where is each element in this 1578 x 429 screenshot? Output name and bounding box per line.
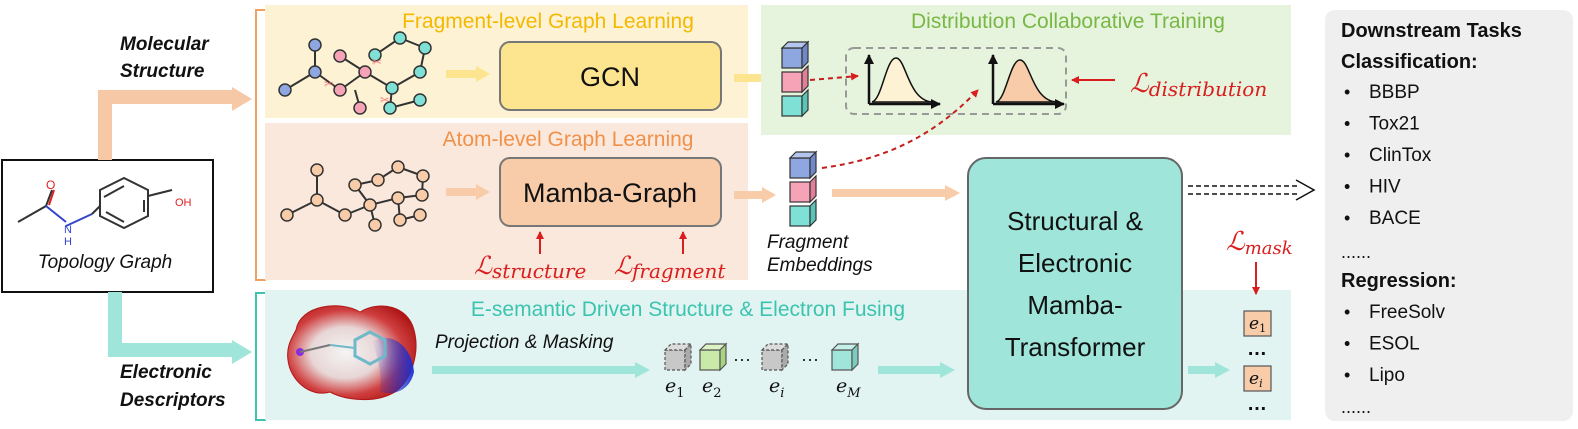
esemantic-panel-title: E-semantic Driven Structure & Electron F… (471, 298, 905, 321)
embedding-to-distribution-arrow (821, 89, 979, 169)
fragment-loss: ℒfragment (614, 251, 726, 283)
molecular-label-2: Structure (120, 61, 205, 82)
fragment-embedding-cubes (788, 150, 818, 228)
token-ellipsis-2: ··· (801, 349, 819, 369)
electrostatic-potential-surface (287, 305, 417, 401)
fragment-embeddings-label-1: Fragment (767, 232, 849, 253)
structure-loss: ℒstructure (474, 251, 586, 283)
transformer-box (967, 157, 1183, 410)
output-token-ei: ei (1243, 365, 1272, 392)
topology-caption: Topology Graph (38, 252, 173, 273)
list-bullet: • (1344, 145, 1350, 165)
task-clintox: ClinTox (1369, 145, 1432, 166)
scissors-icons: ✂ ✂ ✂ (324, 55, 390, 107)
transformer-line-2: Electronic (1018, 248, 1132, 278)
transformer-line-4: Transformer (1005, 332, 1146, 362)
nh-n-label: N (64, 224, 72, 236)
fragment-nodes (278, 31, 432, 115)
electronic-label-2: Descriptors (120, 390, 226, 411)
transformer-line-3: Mamba- (1027, 290, 1122, 320)
mamba-graph-label: Mamba-Graph (523, 178, 697, 208)
list-bullet: • (1344, 82, 1350, 102)
scissors-icon: ✂ (372, 55, 382, 69)
fragment-cube-stack-gcn (780, 40, 810, 118)
topology-frame (1, 159, 214, 293)
token-label-m: eM (836, 375, 861, 401)
task-lipo: Lipo (1369, 365, 1405, 386)
classification-label: Classification: (1341, 51, 1478, 73)
structure-bracket (255, 9, 266, 281)
token-label-i: ei (769, 375, 784, 401)
nh-h-label: H (64, 236, 72, 248)
downstream-title: Downstream Tasks (1341, 20, 1522, 42)
task-tox21: Tox21 (1369, 114, 1420, 135)
fragment-panel-title: Fragment-level Graph Learning (402, 10, 694, 33)
token-2 (698, 342, 728, 372)
distribution-plot-1 (864, 54, 941, 109)
task-hiv: HIV (1369, 177, 1401, 198)
atom-panel-title: Atom-level Graph Learning (443, 128, 694, 151)
token-label-2: e2 (702, 375, 722, 401)
electronic-label-1: Electronic (120, 362, 212, 383)
list-bullet: • (1344, 302, 1350, 322)
masked-token-i (760, 342, 790, 372)
distribution-loss: ℒdistribution (1130, 69, 1267, 101)
regression-label: Regression: (1341, 270, 1457, 292)
downstream-bg (1325, 10, 1573, 421)
token-m (830, 342, 860, 372)
distribution-plot-2 (988, 54, 1065, 109)
list-bullet: • (1344, 177, 1350, 197)
hydroxyl-label: OH (175, 197, 192, 209)
masked-token-1 (663, 342, 693, 372)
atom-level-panel: Atom-level Graph Learning Mamba-Graph ℒs… (265, 123, 776, 283)
list-bullet: • (1344, 334, 1350, 354)
transformer-to-downstream-arrow (1188, 179, 1316, 201)
electronic-descriptor-route (108, 292, 252, 364)
output-dots-2: … (1247, 393, 1267, 415)
task-bace: BACE (1369, 208, 1421, 229)
topology-graph-box: O OH N H Topology Graph (1, 159, 214, 293)
classification-list: • BBBP • Tox21 • ClinTox • HIV • BACE (1344, 82, 1432, 229)
projection-masking-label: Projection & Masking (435, 332, 614, 353)
list-bullet: • (1344, 208, 1350, 228)
fragment-embeddings-label-2: Embeddings (767, 255, 873, 276)
output-ei-label: ei (1249, 369, 1263, 390)
mask-loss: ℒmask (1226, 227, 1293, 259)
list-bullet: • (1344, 114, 1350, 134)
gcn-block (499, 41, 722, 111)
scissors-icon: ✂ (324, 77, 334, 91)
fragment-level-panel: Fragment-level Graph Learning (265, 5, 776, 118)
token-sequence: ··· ··· e1 e2 ei eM (663, 342, 861, 401)
task-freesolv: FreeSolv (1369, 302, 1446, 323)
task-bbbp: BBBP (1369, 82, 1420, 103)
mamba-graph-block (499, 157, 722, 227)
molecule-structure-drawing (17, 176, 173, 230)
token-label-1: e1 (665, 375, 685, 401)
regression-more: ...... (1341, 397, 1371, 417)
output-token-e1: e1 (1243, 310, 1272, 337)
transformer-line-1: Structural & (1007, 206, 1143, 236)
regression-list: • FreeSolv • ESOL • Lipo (1344, 302, 1446, 386)
classification-more: ...... (1341, 242, 1371, 262)
mamba-transformer-block: Structural & Electronic Mamba- Transform… (967, 157, 1183, 410)
gcn-to-distribution-arrow (809, 72, 859, 81)
atom-nodes (280, 160, 430, 232)
electronic-bracket (255, 292, 266, 421)
output-e1-label: e1 (1249, 314, 1266, 335)
task-esol: ESOL (1369, 334, 1420, 355)
list-bullet: • (1344, 365, 1350, 385)
output-dots-1: … (1247, 338, 1267, 360)
molecular-label-1: Molecular (120, 34, 210, 55)
distribution-dashed-box (845, 47, 1067, 115)
distribution-panel-title: Distribution Collaborative Training (911, 10, 1225, 33)
scissors-icon: ✂ (380, 93, 390, 107)
downstream-tasks-panel: Downstream Tasks Classification: • BBBP • T… (1325, 10, 1573, 421)
token-ellipsis-1: ··· (733, 349, 751, 369)
distribution-panel: Distribution Collaborative Training ℒdis… (761, 5, 1291, 135)
oxygen-label: O (46, 178, 55, 192)
molecular-structure-route (98, 87, 252, 160)
gcn-label: GCN (580, 62, 640, 92)
